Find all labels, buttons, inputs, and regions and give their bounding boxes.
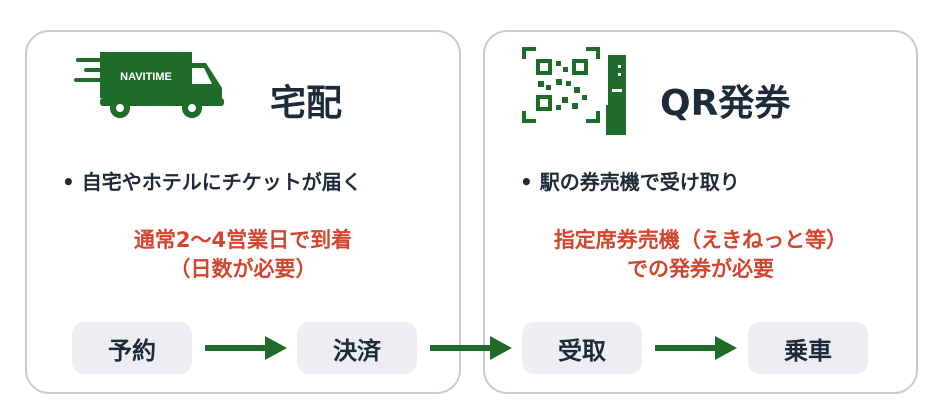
truck-logo-text: NAVITIME <box>120 71 172 83</box>
delivery-note: 通常2〜4営業日で到着 （日数が必要） <box>25 226 461 284</box>
qr-bullet-text: 駅の券売機で受け取り <box>539 170 740 194</box>
delivery-truck-icon: NAVITIME <box>74 52 224 118</box>
step-payment: 決済 <box>297 322 417 374</box>
delivery-bullet: • 自宅やホテルにチケットが届く <box>62 166 362 195</box>
arrow-right-icon <box>430 336 512 360</box>
arrow-right-icon <box>655 336 737 360</box>
qr-note: 指定席券売機（えきねっと等） での発券が必要 <box>483 226 918 284</box>
arrow-right-icon <box>205 336 287 360</box>
qr-ticket-machine-icon <box>522 47 626 135</box>
qr-note-line2: での発券が必要 <box>627 257 774 281</box>
step-reserve: 予約 <box>72 322 192 374</box>
delivery-note-line1: 通常2〜4営業日で到着 <box>133 228 353 252</box>
delivery-note-line2: （日数が必要） <box>169 257 317 281</box>
delivery-title: 宅配 <box>270 83 343 124</box>
bullet-dot: • <box>62 170 82 194</box>
bullet-dot: • <box>520 170 540 194</box>
step-board: 乗車 <box>748 322 868 374</box>
delivery-bullet-text: 自宅やホテルにチケットが届く <box>81 170 362 194</box>
step-pickup: 受取 <box>522 322 642 374</box>
qr-title: QR発券 <box>660 83 791 124</box>
qr-bullet: • 駅の券売機で受け取り <box>520 166 740 195</box>
qr-note-line1: 指定席券売機（えきねっと等） <box>553 228 848 252</box>
